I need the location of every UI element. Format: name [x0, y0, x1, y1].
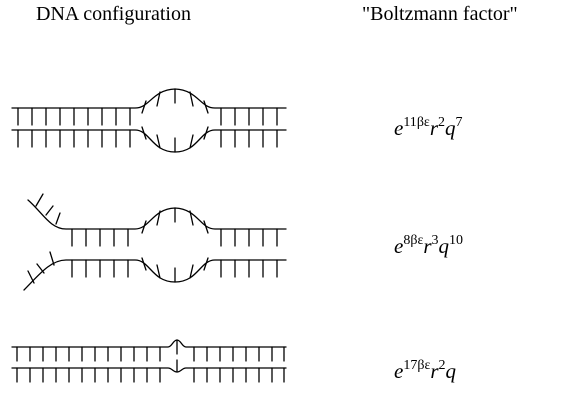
base-pairs-top [18, 108, 277, 125]
base-pairs-bottom [17, 368, 284, 382]
bottom-strand [12, 130, 286, 152]
boltzmann-factor-row-3: e17βεr2q [394, 361, 456, 382]
base-pairs-top [17, 347, 284, 361]
bottom-strand [24, 260, 286, 290]
top-strand [12, 89, 286, 108]
dna-strand-row-3 [12, 340, 286, 382]
top-strand [12, 340, 286, 347]
boltzmann-factor-row-1: e11βεr2q7 [394, 118, 463, 139]
bottom-strand [12, 368, 286, 372]
boltzmann-factor-row-2: e8βεr3q10 [394, 236, 463, 257]
dna-strand-row-2 [24, 194, 286, 290]
base-pairs-bottom [18, 130, 277, 147]
dna-strand-row-1 [12, 89, 286, 152]
base-pairs-top [72, 229, 277, 246]
